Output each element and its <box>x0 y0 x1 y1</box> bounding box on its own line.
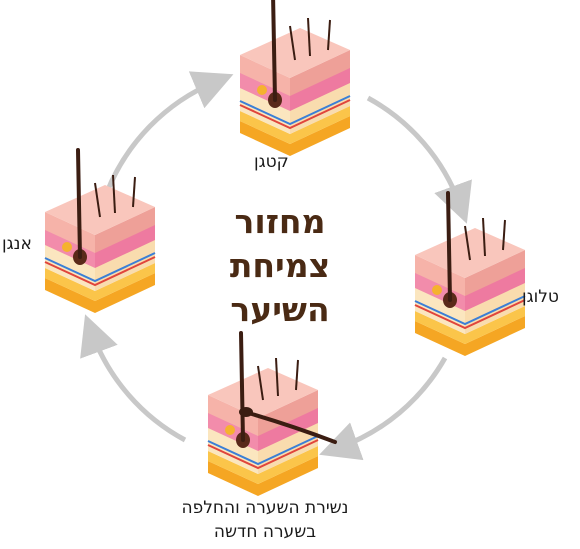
shed-hair-bulb <box>239 407 253 417</box>
shed-hair <box>243 410 337 444</box>
diagram-title: מחזור צמיחת השיער <box>200 200 360 332</box>
skin-block-bottom <box>206 331 320 498</box>
arrow-bottom-to-left <box>80 314 187 443</box>
arrow-left-to-top <box>104 71 234 193</box>
arrow-right-to-bottom <box>319 356 448 461</box>
skin-block-right <box>413 191 527 358</box>
phase-label-shedding-line-1: נשירת השערה והחלפה <box>181 498 349 518</box>
title-line-3: השיער <box>230 290 330 329</box>
phase-label-catagen: קטגן <box>254 152 289 172</box>
skin-block-left <box>43 148 157 315</box>
arrow-top-to-right <box>366 95 472 224</box>
phase-label-shedding-line-2: בשערה חדשה <box>213 522 317 542</box>
skin-block-top <box>238 0 352 158</box>
title-line-2: צמיחת <box>229 246 331 285</box>
title-line-1: מחזור <box>234 202 326 241</box>
phase-label-shedding: נשירת השערה והחלפה בשערה חדשה <box>120 496 410 544</box>
phase-label-anagen: אנגן <box>2 234 32 254</box>
phase-label-telogen: טלוגן <box>522 287 559 307</box>
